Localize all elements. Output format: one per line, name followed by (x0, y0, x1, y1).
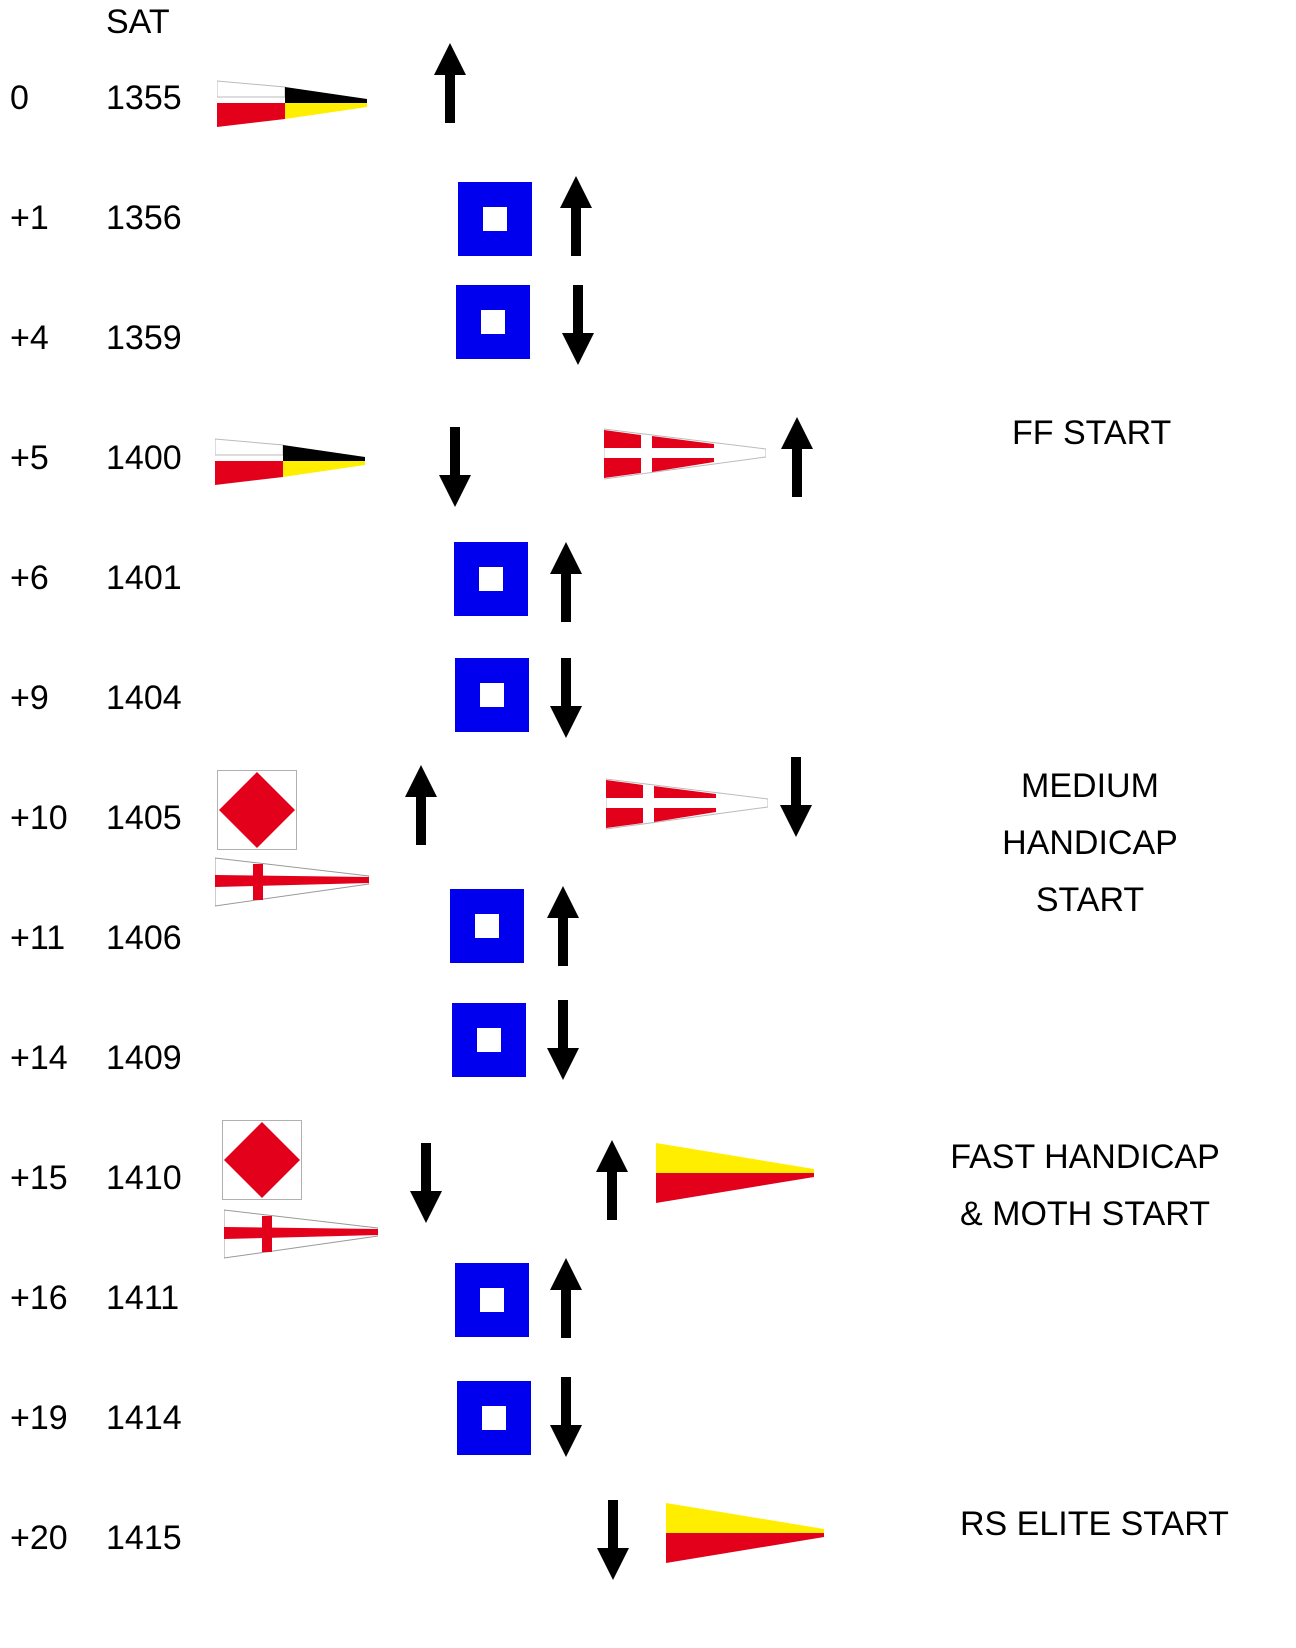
arrow-down-icon (550, 658, 582, 738)
fast-start-label-line1: FAST HANDICAP (950, 1138, 1220, 1176)
row-offset: +19 (10, 1399, 68, 1437)
england-pennant-icon (224, 1208, 378, 1260)
row-time: 1405 (106, 799, 182, 837)
arrow-up-icon (560, 176, 592, 256)
row-time: 1401 (106, 559, 182, 597)
f-flag-icon (217, 770, 297, 850)
arrow-down-icon (547, 1000, 579, 1080)
medium-start-label-line2: HANDICAP (1002, 824, 1178, 862)
p-flag-icon (458, 182, 532, 256)
arrow-down-icon (597, 1500, 629, 1580)
p-flag-icon (455, 1263, 529, 1337)
arrow-up-icon (781, 417, 813, 497)
row-time: 1355 (106, 79, 182, 117)
row-offset: +5 (10, 439, 49, 477)
ff-start-label: FF START (1012, 414, 1172, 452)
numeral-4-pennant-icon (606, 777, 768, 831)
row-time: 1410 (106, 1159, 182, 1197)
row-offset: +20 (10, 1519, 68, 1557)
p-flag-icon (452, 1003, 526, 1077)
yellow-red-pennant-icon (666, 1503, 824, 1563)
f-flag-icon (222, 1120, 302, 1200)
row-offset: 0 (10, 79, 29, 117)
arrow-down-icon (780, 757, 812, 837)
row-time: 1406 (106, 919, 182, 957)
row-time: 1409 (106, 1039, 182, 1077)
arrow-up-icon (550, 1258, 582, 1338)
england-pennant-icon (215, 856, 369, 908)
yellow-red-pennant-icon (656, 1143, 814, 1203)
row-offset: +14 (10, 1039, 68, 1077)
row-time: 1356 (106, 199, 182, 237)
row-offset: +6 (10, 559, 49, 597)
row-offset: +10 (10, 799, 68, 837)
arrow-down-icon (439, 427, 471, 507)
row-offset: +15 (10, 1159, 68, 1197)
class-pennant-icon (215, 435, 365, 487)
row-time: 1415 (106, 1519, 182, 1557)
row-time: 1400 (106, 439, 182, 477)
row-offset: +4 (10, 319, 49, 357)
row-offset: +9 (10, 679, 49, 717)
p-flag-icon (457, 1381, 531, 1455)
arrow-up-icon (434, 43, 466, 123)
class-pennant-icon (217, 77, 367, 129)
arrow-up-icon (405, 765, 437, 845)
row-time: 1411 (106, 1279, 180, 1317)
row-offset: +16 (10, 1279, 68, 1317)
fast-start-label-line2: & MOTH START (960, 1195, 1210, 1233)
arrow-up-icon (596, 1140, 628, 1220)
p-flag-icon (456, 285, 530, 359)
medium-start-label-line3: START (1035, 881, 1145, 919)
rs-elite-start-label: RS ELITE START (960, 1505, 1229, 1543)
p-flag-icon (455, 658, 529, 732)
p-flag-icon (450, 889, 524, 963)
row-offset: +11 (10, 919, 66, 957)
arrow-up-icon (547, 886, 579, 966)
arrow-up-icon (550, 542, 582, 622)
row-time: 1414 (106, 1399, 182, 1437)
row-time: 1359 (106, 319, 182, 357)
sat-header: SAT (106, 3, 170, 41)
p-flag-icon (454, 542, 528, 616)
arrow-down-icon (410, 1143, 442, 1223)
arrow-down-icon (562, 285, 594, 365)
numeral-4-pennant-icon (604, 427, 766, 481)
row-offset: +1 (10, 199, 49, 237)
medium-start-label-line1: MEDIUM (1021, 767, 1159, 805)
arrow-down-icon (550, 1377, 582, 1457)
row-time: 1404 (106, 679, 182, 717)
